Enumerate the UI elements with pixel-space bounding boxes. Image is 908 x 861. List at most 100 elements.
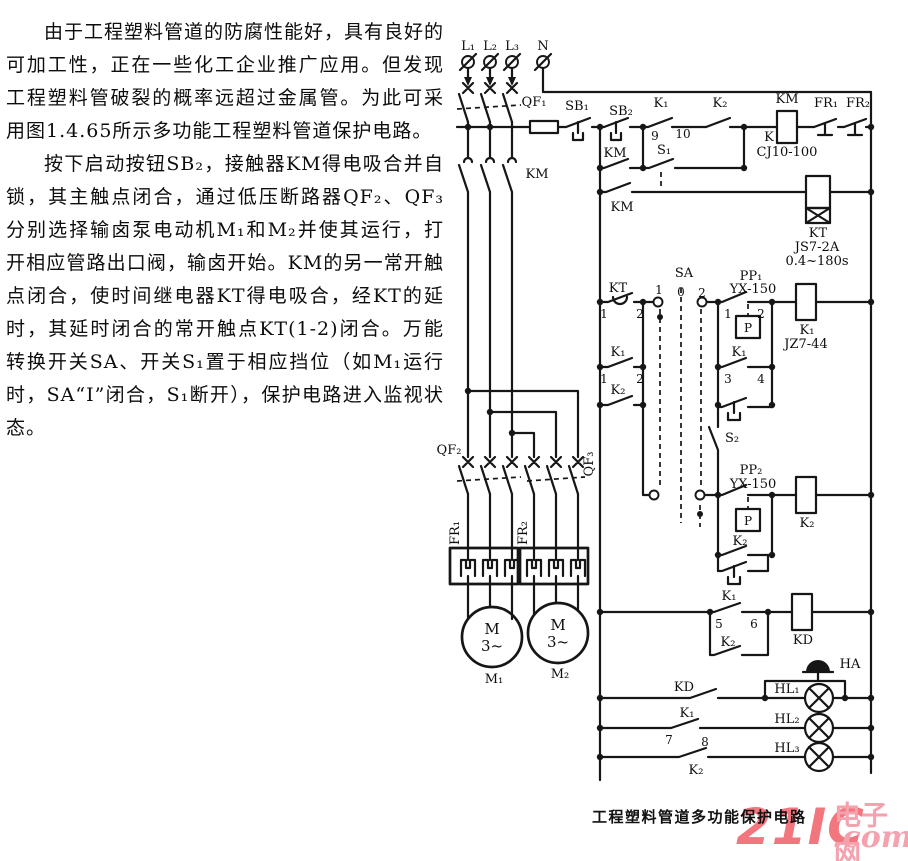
label-k1-34: K₁ (732, 345, 747, 360)
label-k1-coil: K₁ (800, 323, 815, 338)
km-coil (775, 109, 799, 145)
label-sa-0: 0 (677, 285, 685, 299)
k1-relay-coil (770, 282, 873, 322)
qf3-breaker (523, 455, 586, 550)
label-hl1: HL₁ (774, 682, 799, 697)
label-k2-910: K₂ (713, 96, 728, 111)
motor-m1 (460, 605, 524, 669)
label-t6: 6 (750, 617, 758, 631)
label-fr2-contact: FR₂ (846, 96, 870, 111)
label-kt-range: 0.4~180s (785, 254, 848, 269)
label-sb2: SB₂ (609, 104, 633, 119)
label-p1: P (744, 321, 752, 335)
label-km-selflock: KM (603, 146, 626, 161)
label-t3: 3 (724, 372, 732, 386)
label-km-coil-model: CJ10-100 (757, 145, 818, 160)
fr1-break-contact (812, 117, 838, 137)
label-k2-parallel: K₂ (733, 534, 748, 549)
hl1-lamp-rung (598, 660, 873, 714)
k2-relay-coil (770, 475, 873, 515)
label-k1-56: K₁ (722, 589, 737, 604)
label-l3: L₃ (505, 39, 519, 54)
label-m1-phase: 3~ (481, 637, 503, 655)
label-pp1-t1: 1 (724, 307, 732, 321)
motor-m2 (526, 601, 590, 665)
label-fr2: FR₂ (516, 521, 531, 545)
label-ha: HA (840, 657, 861, 672)
sb1-stop-button (564, 116, 592, 142)
label-sa-2: 2 (698, 286, 706, 300)
k2-contact-top (704, 116, 732, 129)
label-m2-phase: 3~ (547, 633, 569, 651)
sb2-start-button (602, 116, 630, 142)
label-t10: 10 (675, 127, 690, 141)
label-sb1: SB₁ (565, 99, 589, 114)
kt-delay-contact (598, 291, 645, 306)
supply-terminals (458, 52, 873, 94)
label-qf2: QF₂ (437, 443, 462, 458)
watermark-suffix: .com (832, 820, 908, 855)
label-t9: 9 (651, 129, 659, 143)
s2-switch (707, 405, 720, 497)
label-p2: P (744, 514, 752, 528)
label-hl3: HL₃ (774, 741, 799, 756)
label-m2: M₂ (551, 667, 570, 682)
watermark-site-name: 电子网 (834, 801, 888, 861)
fr2-break-contact (842, 117, 868, 137)
hl3-lamp-rung (598, 741, 873, 773)
label-kd-contact: KD (674, 680, 694, 695)
sa-selector-switch (641, 288, 720, 527)
article-text: 由于工程塑料管道的防腐性能好，具有良好的可加工性，正在一些化工企业推广应用。但发… (6, 16, 444, 445)
paragraph-1: 由于工程塑料管道的防腐性能好，具有良好的可加工性，正在一些化工企业推广应用。但发… (6, 21, 445, 142)
fr1-thermal-box (448, 546, 521, 621)
label-s1: S₁ (657, 143, 671, 158)
label-k1-910: K₁ (654, 96, 669, 111)
label-qf1: QF₁ (522, 95, 547, 110)
label-t8: 8 (701, 735, 709, 749)
label-k1-78: K₁ (680, 706, 695, 721)
figure-caption: 工程塑料管道多功能保护电路 (592, 808, 807, 826)
circuit-labels: L₁ L₂ L₃ N QF₁ KM SB₁ SB₂ KM S₁ K₁ 9 10 … (437, 39, 870, 778)
k1-contact-9-10 (646, 116, 674, 129)
paragraph-2: 按下启动按钮SB₂，接触器KM得电吸合并自锁，其主触点闭合，通过低压断路器QF₂… (6, 153, 444, 439)
label-km-main: KM (525, 167, 548, 182)
qf2-breaker (456, 455, 522, 550)
label-k2-hl3: K₂ (689, 763, 704, 778)
label-l2: L₂ (483, 39, 497, 54)
label-k2-coil: K₂ (800, 516, 815, 531)
label-kt-model: JS7-2A (793, 240, 840, 255)
label-k1-12: K₁ (611, 345, 626, 360)
label-fr1: FR₁ (448, 521, 463, 545)
label-sa: SA (675, 266, 694, 281)
label-m1-letter: M (484, 620, 499, 638)
label-pp2-model: YX-150 (729, 477, 777, 492)
control-feed-fuse (455, 119, 602, 135)
label-pp1-t2: 2 (757, 307, 765, 321)
label-pp1: PP₁ (740, 269, 763, 284)
label-s2: S₂ (725, 431, 739, 446)
label-pp1-model: YX-150 (729, 282, 777, 297)
junction-dots (464, 123, 875, 761)
label-t5: 5 (715, 617, 723, 631)
label-k1-model: JZ7-44 (782, 337, 827, 352)
label-qf3: QF₃ (582, 452, 597, 477)
fr2-thermal-box (518, 546, 590, 617)
label-kt-t2: 2 (636, 307, 644, 321)
label-km-rung2: KM (610, 200, 633, 215)
label-m1: M₁ (485, 672, 504, 687)
label-kt-t1: 1 (600, 307, 608, 321)
km-kt-rung (598, 174, 873, 225)
watermark-brand: 21IC (736, 798, 865, 856)
label-pp2: PP₂ (740, 463, 763, 478)
label-fr1-contact: FR₁ (814, 96, 838, 111)
label-kt-coil: KT (809, 226, 828, 241)
qf1-breaker (456, 81, 522, 160)
label-km-coil-k: K (764, 130, 774, 145)
hl2-lamp-rung (598, 712, 873, 744)
label-km-coil: KM (775, 92, 798, 107)
power-branch-wires (466, 389, 580, 459)
label-t7: 7 (665, 733, 673, 747)
label-k1-t1: 1 (600, 372, 608, 386)
